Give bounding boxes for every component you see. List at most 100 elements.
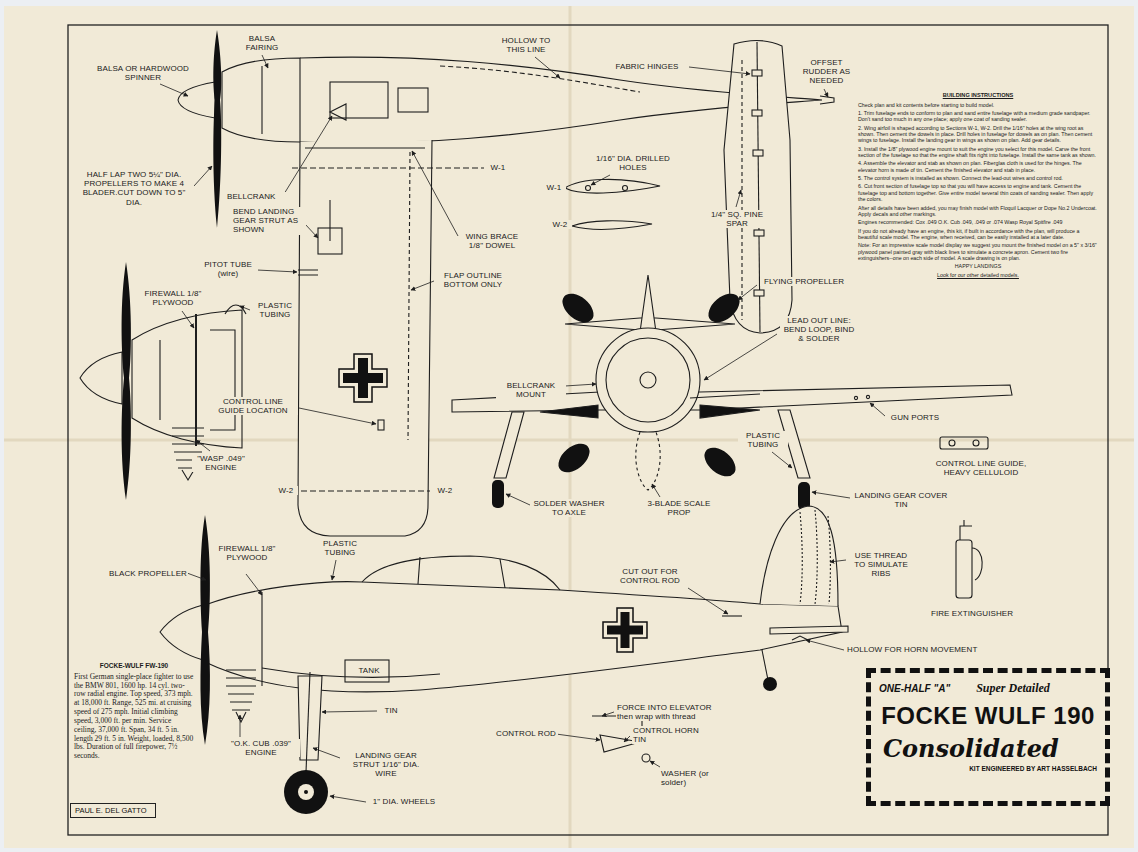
leader-line — [602, 712, 614, 716]
callout-label: BLACK PROPELLER — [108, 569, 188, 578]
leader-line — [284, 116, 332, 194]
callout-label: PLASTIC TUBING — [252, 301, 298, 319]
section-mark: W-2 — [274, 486, 298, 495]
callout-label: BELLCRANK MOUNT — [496, 381, 566, 399]
leader-line — [187, 573, 206, 580]
plan-view — [329, 200, 330, 241]
front-view — [494, 412, 524, 478]
leader-line — [257, 270, 297, 272]
kit-tagline: Super Detailed — [976, 681, 1050, 696]
leader-line — [556, 734, 600, 740]
leader-line — [870, 403, 885, 416]
callout-label: 1" DIA. WHEELS — [368, 797, 440, 806]
instruction-text: HAPPY LANDINGS — [858, 263, 1098, 269]
front-view — [700, 405, 760, 418]
front-view — [690, 394, 760, 398]
callout-label: TIN — [379, 706, 403, 715]
plan-view — [261, 66, 262, 134]
callout-label: CONTROL ROD — [494, 729, 558, 738]
callout-label: 1/16" DIA. DRILLED HOLES — [594, 154, 672, 172]
instruction-text: Check plan and kit contents before start… — [858, 102, 1098, 108]
part-label: TANK — [354, 666, 384, 675]
leader-line — [812, 492, 850, 498]
instruction-text: 4. Assemble the elevator and stab as sho… — [858, 160, 1098, 173]
sheet-frame — [68, 25, 1108, 835]
side-view — [298, 676, 322, 760]
wing-cross — [339, 354, 387, 402]
propeller-blade — [200, 515, 210, 745]
instruction-text: After all details have been added, you m… — [858, 205, 1098, 218]
nose-detail — [80, 352, 122, 404]
plan-view — [305, 147, 425, 148]
callout-label: CONTROL HORN TIN — [632, 726, 708, 744]
designer-credit: KIT ENGINEERED BY ART HASSELBACH — [969, 765, 1097, 772]
plan-view — [292, 490, 430, 491]
fire-extinguisher — [956, 540, 972, 598]
plan-view — [754, 230, 764, 236]
plan-view — [741, 60, 742, 320]
wheel — [763, 677, 777, 691]
plan-view — [752, 110, 762, 116]
plan-view — [753, 150, 763, 156]
leader-line — [591, 175, 610, 185]
callout-label: LEAD OUT LINE: BEND LOOP, BIND & SOLDER — [780, 316, 858, 344]
fold-crease — [4, 439, 1134, 442]
plan-view — [178, 82, 215, 118]
airfoil-section — [565, 179, 660, 193]
wheel — [284, 677, 777, 814]
callout-label: "O.K. CUB .039" ENGINE — [222, 739, 300, 757]
model-name: FOCKE WULF 190 — [881, 702, 1095, 730]
leader-line — [772, 452, 792, 468]
fire-extinguisher — [972, 548, 982, 580]
leader-line — [736, 190, 741, 207]
leader-line — [506, 494, 530, 505]
plan-view — [398, 88, 428, 112]
propeller-blade — [492, 480, 504, 508]
side-view — [722, 615, 742, 616]
nose-detail — [195, 314, 197, 446]
leader-line — [806, 640, 844, 650]
section-mark: W-1 — [486, 163, 510, 172]
signature-box: PAUL E. DEL GATTO — [70, 803, 156, 818]
leader-line — [182, 311, 194, 328]
plan-view — [298, 270, 318, 275]
callout-label: PITOT TUBE (wire) — [198, 260, 258, 278]
callout-label: FORCE INTO ELEVATOR then wrap with threa… — [616, 703, 714, 721]
propeller-blade — [492, 288, 810, 510]
propeller-blade — [122, 262, 131, 500]
front-view — [596, 328, 700, 432]
leader-line — [624, 736, 630, 742]
callout-label: LANDING GEAR COVER TIN — [852, 491, 950, 509]
callout-label: OFFSET RUDDER AS NEEDED — [798, 58, 855, 86]
instruction-text: 3. Install the 1/8" plywood engine mount… — [858, 146, 1098, 159]
instruction-text: Look for our other detailed models. — [858, 272, 1098, 278]
leader-line — [246, 574, 262, 595]
callout-label: 3-BLADE SCALE PROP — [642, 499, 716, 517]
fire-extinguisher — [956, 520, 982, 598]
front-view — [636, 432, 660, 490]
leader-line — [160, 84, 188, 96]
title-box: ONE-HALF "A"Super DetailedFOCKE WULF 190… — [866, 668, 1110, 806]
draftsman-name: PAUL E. DEL GATTO — [75, 806, 151, 815]
front-view — [973, 440, 979, 446]
plan-view — [222, 58, 300, 142]
wing-cross — [603, 608, 647, 652]
callout-label: FLAP OUTLINE BOTTOM ONLY — [436, 271, 510, 289]
nose-detail — [225, 305, 246, 314]
callout-label: FIRE EXTINGUISHER — [926, 609, 1018, 618]
callout-label: WASHER (or solder) — [660, 769, 712, 787]
plan-view — [178, 40, 834, 536]
leader-line — [322, 711, 377, 712]
plan-view — [378, 420, 384, 430]
leader-line — [650, 761, 660, 767]
plan-view — [408, 152, 410, 440]
leader-line — [240, 715, 241, 737]
airfoil-section — [586, 186, 591, 191]
callout-label: BALSA FAIRING — [236, 34, 288, 52]
brand-name: Consolidated — [883, 734, 1059, 763]
callout-label: BEND LANDING GEAR STRUT AS SHOWN — [232, 207, 306, 235]
front-view — [640, 275, 656, 332]
instruction-text: Engines recommended: Cox .049 O.K. Cub .… — [858, 219, 1098, 225]
airfoil-section — [623, 186, 628, 191]
plan-view — [752, 70, 762, 76]
